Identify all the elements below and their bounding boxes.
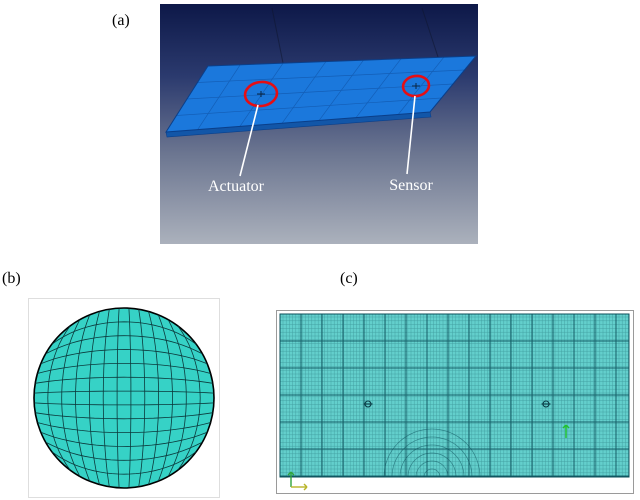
mesh-distortion-ripples: [383, 428, 481, 477]
axes-triad-icon: [287, 471, 308, 491]
plate-top-face: [165, 55, 478, 133]
sensor-highlight-circle: [401, 74, 431, 98]
panel-a-label: (a): [112, 12, 130, 29]
sensor-node-marker: [412, 83, 420, 89]
datum-line: [271, 7, 284, 64]
panel-b-viewport: [28, 298, 220, 498]
coarse-mesh-lines: [280, 314, 629, 477]
datum-line: [421, 7, 439, 58]
sensor-label: Sensor: [389, 177, 433, 194]
boundary-condition-marker: [562, 424, 570, 438]
sensor-position-marker: [541, 400, 551, 408]
disc-mesh-render: [33, 307, 215, 489]
actuator-label: Actuator: [208, 178, 264, 195]
panel-b-label: (b): [2, 270, 21, 287]
actuator-node-marker: [257, 91, 265, 97]
actuator-position-marker: [363, 400, 373, 408]
panel-c-viewport: [276, 310, 634, 494]
actuator-highlight-circle: [243, 80, 279, 108]
piezo-disc: [33, 307, 215, 489]
panel-c-label: (c): [340, 270, 358, 287]
plate-3d-render: [165, 7, 478, 177]
actuator-leader-line: [239, 104, 259, 177]
panel-a-viewport: Actuator Sensor: [160, 4, 478, 244]
plate-partition-lines: [176, 56, 465, 130]
piezo-disc-mesh: [34, 308, 214, 488]
plate-mesh-render: [279, 313, 630, 491]
sensor-leader-line: [406, 95, 416, 175]
